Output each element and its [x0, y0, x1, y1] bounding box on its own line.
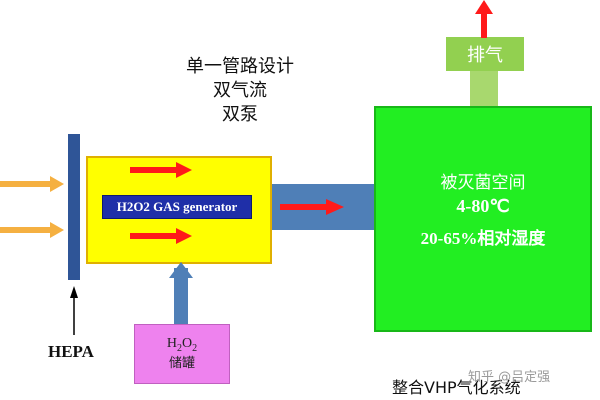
- chamber-title: 被灭菌空间: [440, 173, 526, 193]
- duct-flow-arrow-icon: [280, 199, 344, 215]
- design-line-dual-pump: 双泵: [222, 104, 258, 125]
- watermark: 知乎 @吕定强: [468, 370, 551, 385]
- exhaust-box: 排气: [446, 37, 524, 71]
- sterilization-chamber: [374, 106, 592, 332]
- generator-label: H2O2 GAS generator: [102, 195, 252, 219]
- exhaust-pipe: [470, 64, 498, 106]
- tank-label: 储罐: [168, 356, 195, 372]
- design-line-dual-flow: 双气流: [213, 80, 267, 101]
- chamber-temperature: 4-80℃: [456, 196, 510, 216]
- hepa-filter: [68, 134, 80, 280]
- inlet-arrow-icon: [0, 176, 64, 192]
- design-line-single-pipe: 单一管路设计: [186, 56, 294, 77]
- chamber-humidity: 20-65%相对湿度: [420, 229, 546, 248]
- hepa-pointer-icon: [70, 286, 78, 335]
- exhaust-arrow-icon: [475, 0, 493, 38]
- hepa-label: HEPA: [48, 342, 94, 361]
- flow-arrow-icon: [130, 228, 192, 244]
- tank-up-arrow-icon: [169, 262, 193, 278]
- inlet-arrow-icon: [0, 222, 64, 238]
- tank-formula: H2O2: [166, 335, 198, 354]
- h2o2-tank: H2O2 储罐: [134, 324, 230, 384]
- flow-arrow-icon: [130, 162, 192, 178]
- tank-feed-pipe: [174, 268, 188, 324]
- system-title: 整合VHP气化系统: [392, 378, 521, 397]
